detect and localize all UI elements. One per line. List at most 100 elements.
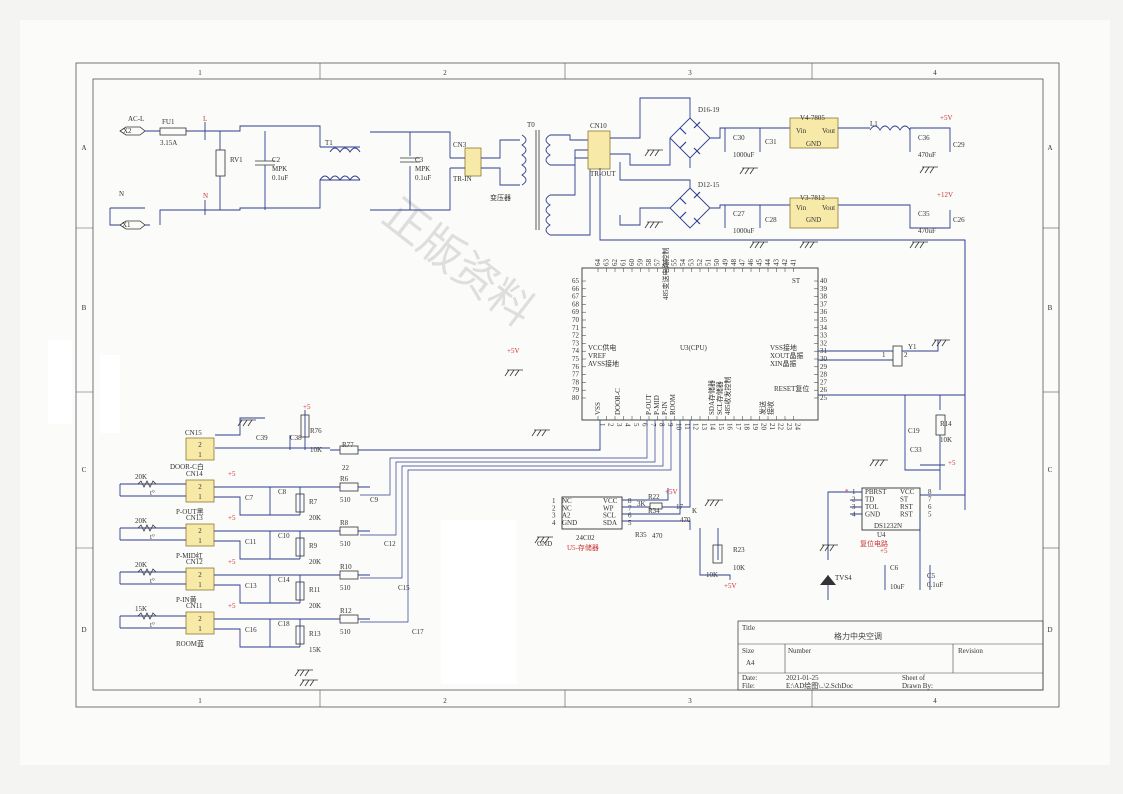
u4-label: C33	[910, 446, 922, 454]
mcu-pin-bottom: 14	[709, 423, 717, 431]
grid-col-label: 3	[688, 697, 692, 705]
mcu-signal-label: 发送	[758, 401, 767, 415]
mcu-pin-top: 61	[620, 259, 628, 267]
mcu-pin-bottom: 13	[700, 423, 708, 431]
connector-cn15	[185, 437, 215, 461]
power-label: CN10	[590, 122, 607, 130]
thermistor-symbol: t°	[150, 533, 155, 541]
cap-label: C8	[278, 488, 287, 496]
resistor-value: 510	[340, 584, 351, 592]
u4-label: 10K	[940, 436, 952, 444]
mcu-signal-label: P-MID	[653, 395, 661, 415]
u5-label: +5V	[724, 582, 737, 590]
fuse-fu1	[159, 127, 187, 136]
resistor-value: 20K	[309, 514, 321, 522]
title-block-field: E:\AD绘图\..\2.SchDoc	[786, 681, 853, 690]
title-block	[737, 620, 1044, 691]
mcu-pin-bottom: 18	[743, 423, 751, 431]
u4-label: 复位电路	[860, 539, 888, 548]
pulldown-resistor	[295, 537, 305, 557]
power-label: 0.1uF	[415, 174, 431, 182]
power-label: CN3	[453, 141, 467, 149]
sensor-conn-label: CN13	[186, 514, 203, 522]
title-block-field: A4	[746, 659, 755, 667]
power-label: 3.15A	[160, 139, 177, 147]
supply-label: +5	[228, 602, 236, 610]
mcu-pin-top: 57	[654, 259, 662, 267]
cap-label: C7	[245, 494, 254, 502]
ground-symbol	[799, 241, 818, 249]
mcu-pin-bottom: 2	[607, 423, 615, 427]
mcu-pin-right: 39	[820, 285, 828, 293]
ground-symbol	[749, 241, 768, 249]
cn-pin: 1	[198, 451, 202, 459]
u4-label: C6	[890, 564, 899, 572]
cap-label: C10	[278, 532, 290, 540]
mcu-pin-left: 68	[572, 300, 580, 308]
rectifier-d16-19	[610, 97, 790, 168]
power-label: T0	[527, 121, 535, 129]
varistor-rv1	[215, 149, 226, 177]
crystal-pin: 1	[882, 351, 886, 359]
resistor-label: R8	[340, 519, 349, 527]
power-label: T1	[325, 139, 333, 147]
title-block-field: Title	[742, 624, 755, 632]
mcu-pin-top: 53	[688, 259, 696, 267]
grid-col-label: 2	[443, 697, 447, 705]
title-block-field: 格力中央空调	[834, 631, 882, 641]
door-input	[215, 410, 601, 455]
thermistor-value: 20K	[135, 561, 147, 569]
supply-label: +5	[228, 514, 236, 522]
power-label: MPK	[415, 165, 430, 173]
ground-symbol	[909, 241, 928, 249]
u4-pin-name: VCC	[900, 488, 915, 496]
mcu-pin-right: 38	[820, 293, 828, 301]
u4-pin-name: RST	[900, 511, 914, 519]
grid-col-label: 4	[933, 697, 937, 705]
supply-label: +5	[228, 558, 236, 566]
mcu-pin-right: 33	[820, 332, 828, 340]
u5-label: 470	[680, 516, 691, 524]
resistor-value: 510	[340, 496, 351, 504]
u5-pin-name: SCL	[603, 512, 616, 520]
power-label: L	[203, 115, 207, 123]
u5-label: R22	[648, 493, 660, 501]
cap-label: C11	[245, 538, 257, 546]
u5-label: R35	[635, 531, 647, 539]
crystal-pin: 2	[904, 351, 908, 359]
cn-pin: 2	[198, 571, 202, 579]
u4-pin-name: TOL	[865, 503, 878, 511]
title-block-field: Date:	[742, 674, 757, 682]
power-label: C30	[733, 134, 745, 142]
grid-row-label: A	[1047, 144, 1052, 152]
ground-symbol	[704, 499, 723, 507]
power-label: Vin	[796, 127, 807, 135]
mcu-label: +5V	[507, 347, 520, 355]
cn-pin: 2	[198, 441, 202, 449]
transformer-t0	[521, 130, 591, 236]
u5-label: +5V	[665, 488, 678, 496]
u4-pin-num: 4	[852, 511, 856, 519]
ac-input-section	[109, 122, 451, 230]
mcu-pin-top: 55	[671, 259, 679, 267]
inductor-l1	[869, 125, 911, 131]
power-label: GND	[806, 140, 821, 148]
door-label: R76	[310, 427, 322, 435]
u5-pin-name: NC	[562, 504, 572, 512]
reset-chip-u4	[861, 487, 921, 531]
pulldown-resistor	[295, 493, 305, 513]
cap-label: C16	[245, 626, 257, 634]
mcu-label: VREF	[588, 352, 606, 360]
mcu-pin-bottom: 5	[632, 423, 640, 427]
sensor-conn-label: CN12	[186, 558, 203, 566]
mcu-pin-right: 25	[820, 394, 828, 402]
cap-label: C17	[412, 628, 424, 636]
power-label: C28	[765, 216, 777, 224]
mcu-pin-top: 52	[696, 259, 704, 267]
mcu-pin-right: 27	[820, 378, 828, 386]
thermistor-symbol: t°	[150, 489, 155, 497]
u5-pin-num: 5	[628, 519, 632, 527]
u5-label: GND	[537, 540, 552, 548]
mcu-signal-label: ROOM	[669, 393, 677, 415]
sensor-resistor	[339, 614, 359, 624]
